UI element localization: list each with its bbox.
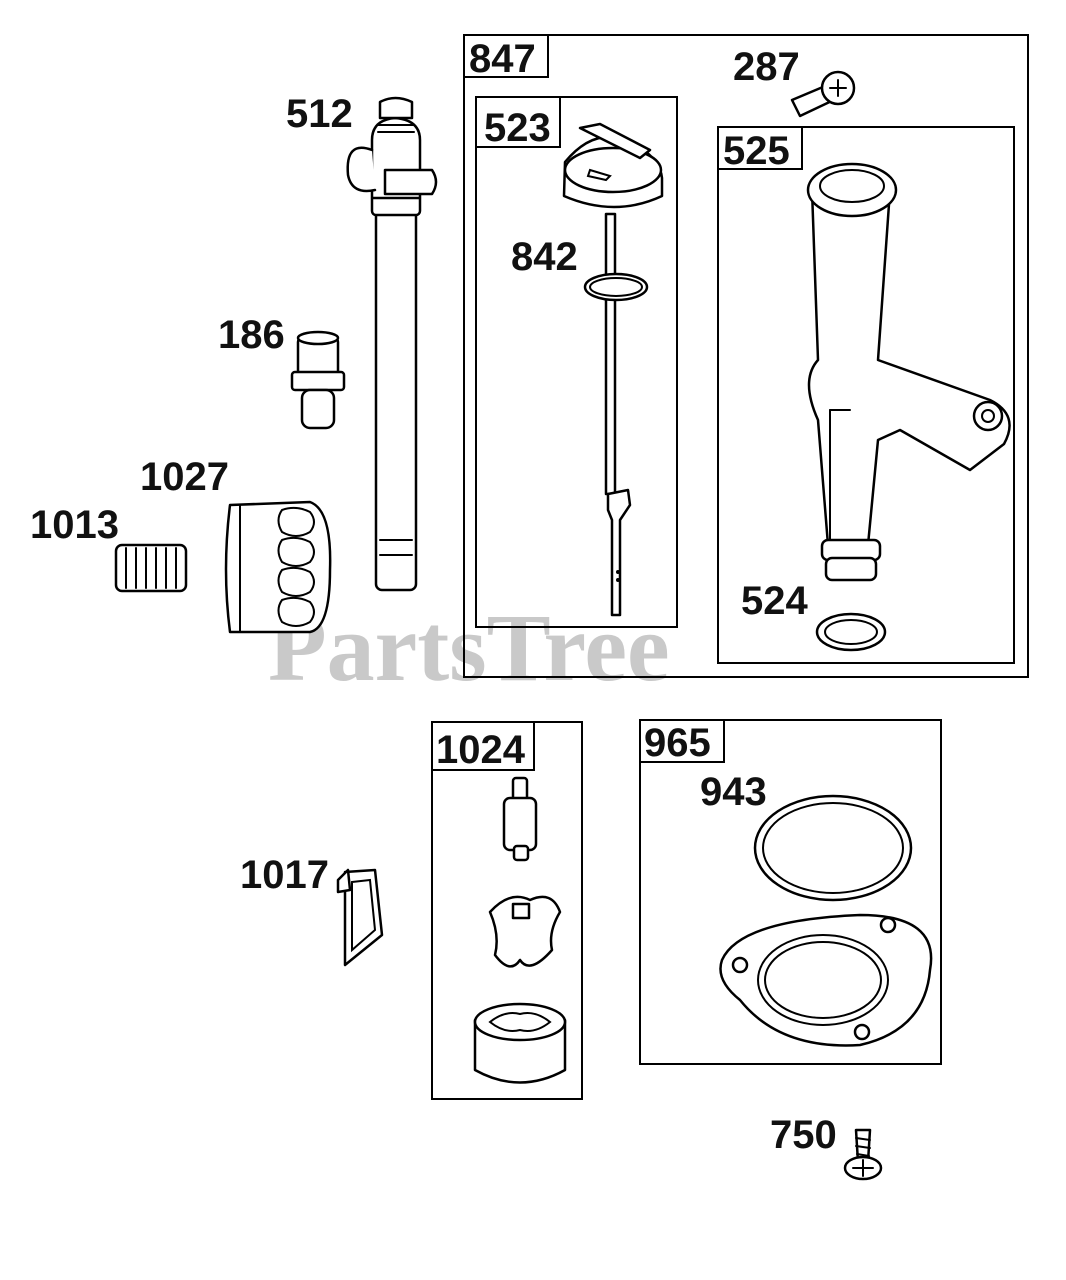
callout-943: 943 <box>700 770 767 814</box>
watermark-text: PartsTree <box>268 594 670 701</box>
callout-186: 186 <box>218 313 285 357</box>
callout-512: 512 <box>286 92 353 136</box>
box-847-tag <box>463 34 549 78</box>
part-287-screw[interactable] <box>790 70 856 118</box>
part-1027-oil-filter[interactable] <box>224 500 332 634</box>
part-965-cover-plate[interactable] <box>719 913 933 1047</box>
box-1024-tag <box>431 721 535 771</box>
callout-524: 524 <box>741 579 808 623</box>
box-523 <box>475 96 678 628</box>
callout-287: 287 <box>733 45 800 89</box>
part-523-dipstick[interactable] <box>562 122 664 617</box>
callout-525: 525 <box>723 129 790 173</box>
part-943-o-ring[interactable] <box>753 794 913 902</box>
callout-847: 847 <box>469 37 536 81</box>
callout-523: 523 <box>484 106 551 150</box>
part-525-oil-fill-tube[interactable] <box>806 162 1011 582</box>
callout-1027: 1027 <box>140 455 229 499</box>
part-1013-adapter[interactable] <box>114 543 188 593</box>
callout-1013: 1013 <box>30 503 119 547</box>
callout-750: 750 <box>770 1113 837 1157</box>
callout-1017: 1017 <box>240 853 329 897</box>
callout-965: 965 <box>644 721 711 765</box>
box-965-tag <box>639 719 725 763</box>
box-965 <box>639 719 942 1065</box>
box-525-tag <box>717 126 803 170</box>
box-847 <box>463 34 1029 678</box>
part-842-o-ring[interactable] <box>583 272 649 302</box>
part-512-dipstick-tube[interactable] <box>346 96 438 592</box>
box-525 <box>717 126 1015 664</box>
part-1017-baffle[interactable] <box>336 868 384 967</box>
box-523-tag <box>475 96 561 148</box>
part-750-screw[interactable] <box>843 1128 883 1181</box>
callout-842: 842 <box>511 235 578 279</box>
part-186-fitting[interactable] <box>290 330 346 430</box>
part-1024-oil-pump[interactable] <box>473 776 567 1084</box>
callout-1024: 1024 <box>436 728 526 772</box>
part-524-seal[interactable] <box>815 612 887 652</box>
